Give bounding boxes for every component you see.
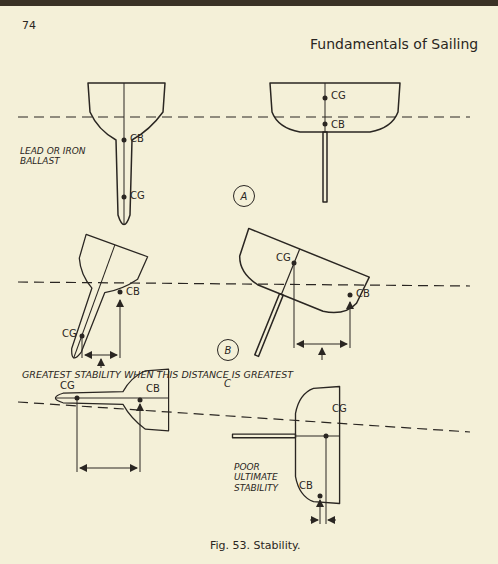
- center-label: CB: [299, 480, 313, 492]
- page-number: 74: [22, 20, 36, 33]
- panel-letter: C: [224, 378, 231, 390]
- ballast-note: LEAD OR IRON BALLAST: [20, 146, 100, 167]
- center-label: CG: [276, 252, 291, 264]
- center-label: CB: [130, 133, 144, 145]
- circled-letter: A: [233, 185, 255, 207]
- circle-letter: A: [241, 191, 248, 202]
- stability-note: POOR ULTIMATE STABILITY: [234, 462, 290, 493]
- center-label: CG: [332, 403, 347, 415]
- center-label: CB: [331, 119, 345, 131]
- center-label: CB: [146, 383, 160, 395]
- center-label: CG: [60, 380, 75, 392]
- center-label: CB: [126, 286, 140, 298]
- center-label: CG: [62, 328, 77, 340]
- center-label: CG: [331, 90, 346, 102]
- running-header: Fundamentals of Sailing: [310, 36, 478, 52]
- center-label: CG: [130, 190, 145, 202]
- center-label: CB: [356, 288, 370, 300]
- circled-letter: B: [217, 339, 239, 361]
- circle-letter: B: [225, 345, 232, 356]
- stability-note: GREATEST STABILITY WHEN THIS DISTANCE IS…: [22, 370, 293, 381]
- figure-caption: Fig. 53. Stability.: [210, 540, 301, 553]
